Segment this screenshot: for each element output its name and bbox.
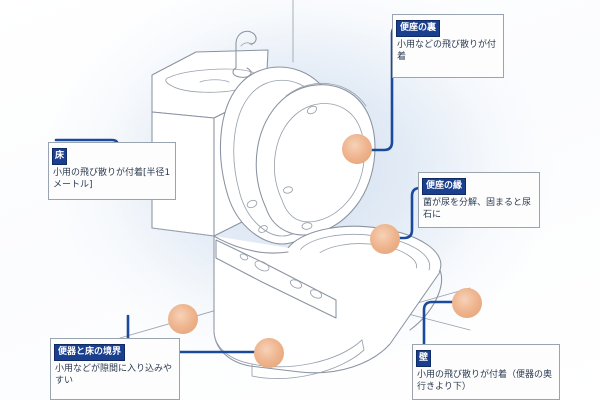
callout-benki-yuka-kyoukai[interactable]: 便器と床の境界 小用などが隙間に入り込みやすい [50, 338, 180, 400]
callout-benza-ura-header: 便座の裏 [396, 20, 441, 37]
marker-seat-back [342, 134, 372, 164]
callout-kyoukai-body: 小用などが隙間に入り込みやすい [55, 364, 173, 386]
callout-benza-ura[interactable]: 便座の裏 小用などの飛び散りが付着 [392, 14, 504, 78]
marker-seat-rim [370, 224, 400, 254]
callout-benza-fuchi-body: 菌が尿を分解、固まると尿石に [423, 198, 532, 220]
callout-benza-fuchi[interactable]: 便座の縁 菌が尿を分解、固まると尿石に [418, 172, 540, 228]
toilet-seat-ring [255, 82, 376, 236]
callout-kabe-header: 壁 [416, 350, 432, 367]
leader-kabe [422, 300, 468, 346]
callout-yuka[interactable]: 床 小用の飛び散りが付着[半径1メートル] [48, 142, 176, 200]
marker-wall [452, 288, 482, 318]
callout-kyoukai-header: 便器と床の境界 [54, 344, 126, 361]
callout-yuka-header: 床 [52, 148, 68, 165]
callout-benza-fuchi-header: 便座の縁 [422, 178, 467, 195]
callout-kabe[interactable]: 壁 小用の飛び散りが付着（便器の奥行きより下） [412, 344, 560, 400]
toilet-control-panel [215, 239, 337, 319]
callout-benza-ura-body: 小用などの飛び散りが付着 [397, 40, 497, 62]
leader-benza-fuchi [384, 186, 432, 240]
marker-floor [168, 304, 198, 334]
callout-yuka-body: 小用の飛び散りが付着[半径1メートル] [53, 168, 171, 190]
marker-base [254, 338, 284, 368]
callout-kabe-body: 小用の飛び散りが付着（便器の奥行きより下） [417, 370, 553, 392]
